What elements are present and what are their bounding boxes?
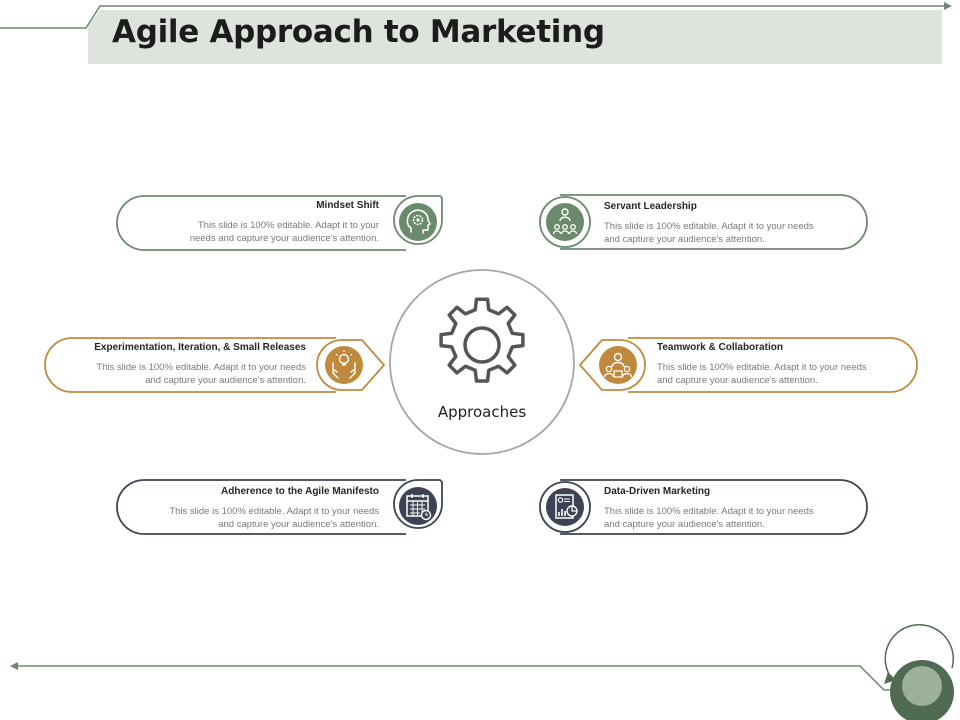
- card-desc-line2: and capture your audience's attention.: [218, 519, 379, 530]
- card-title: Servant Leadership: [604, 201, 697, 212]
- card-outline-manifesto: [116, 479, 406, 535]
- card-desc-line1: This slide is 100% editable. Adapt it to…: [96, 362, 306, 373]
- header-band: [0, 10, 942, 64]
- card-desc-line1: This slide is 100% editable. Adapt it to…: [197, 220, 379, 231]
- card-desc-line1: This slide is 100% editable. Adapt it to…: [604, 221, 814, 232]
- header-arrow-head: [944, 2, 952, 10]
- card-desc-line2: and capture your audience's attention.: [604, 519, 765, 530]
- card-desc-line2: and capture your audience's attention.: [145, 375, 306, 386]
- card-outline-servant: [560, 194, 868, 250]
- card-title: Adherence to the Agile Manifesto: [221, 486, 379, 497]
- card-outline-experimentation: [44, 337, 336, 393]
- center-label: Approaches: [437, 403, 527, 421]
- card-desc-line2: and capture your audience's attention.: [657, 375, 818, 386]
- footer-cycle-arrow: [884, 672, 896, 684]
- card-outline-mindset: [116, 195, 406, 251]
- team-collaboration-icon: [598, 345, 638, 385]
- footer-circle-light: [902, 666, 942, 706]
- calendar-clock-icon: [398, 486, 438, 526]
- card-badge-disc-teamwork: [599, 346, 637, 384]
- card-badge-disc-mindset: [399, 203, 437, 241]
- leader-team-icon: [545, 202, 585, 242]
- card-desc-line2: and capture your audience's attention.: [604, 234, 765, 245]
- head-gear-icon: [398, 202, 438, 242]
- card-desc-line1: This slide is 100% editable. Adapt it to…: [169, 506, 379, 517]
- center-gear-hub: [463, 326, 501, 364]
- card-outline-teamwork: [628, 337, 918, 393]
- card-desc-line1: This slide is 100% editable. Adapt it to…: [657, 362, 867, 373]
- slide-title: Agile Approach to Marketing: [112, 14, 605, 50]
- center-gear-icon: [439, 297, 525, 383]
- card-desc-line1: This slide is 100% editable. Adapt it to…: [604, 506, 814, 517]
- card-title: Teamwork & Collaboration: [657, 342, 783, 353]
- card-title: Experimentation, Iteration, & Small Rele…: [94, 342, 306, 353]
- footer-cycle-arc: [884, 623, 955, 677]
- footer-arrow-head: [10, 662, 18, 670]
- report-chart-icon: [545, 487, 585, 527]
- footer-line: [14, 665, 900, 691]
- card-title: Data-Driven Marketing: [604, 486, 711, 497]
- card-title: Mindset Shift: [316, 200, 379, 211]
- header-line: [0, 5, 948, 29]
- card-desc-line2: needs and capture your audience's attent…: [189, 233, 379, 244]
- card-outline-datadriven: [560, 479, 868, 535]
- hands-lightbulb-icon: [324, 345, 364, 385]
